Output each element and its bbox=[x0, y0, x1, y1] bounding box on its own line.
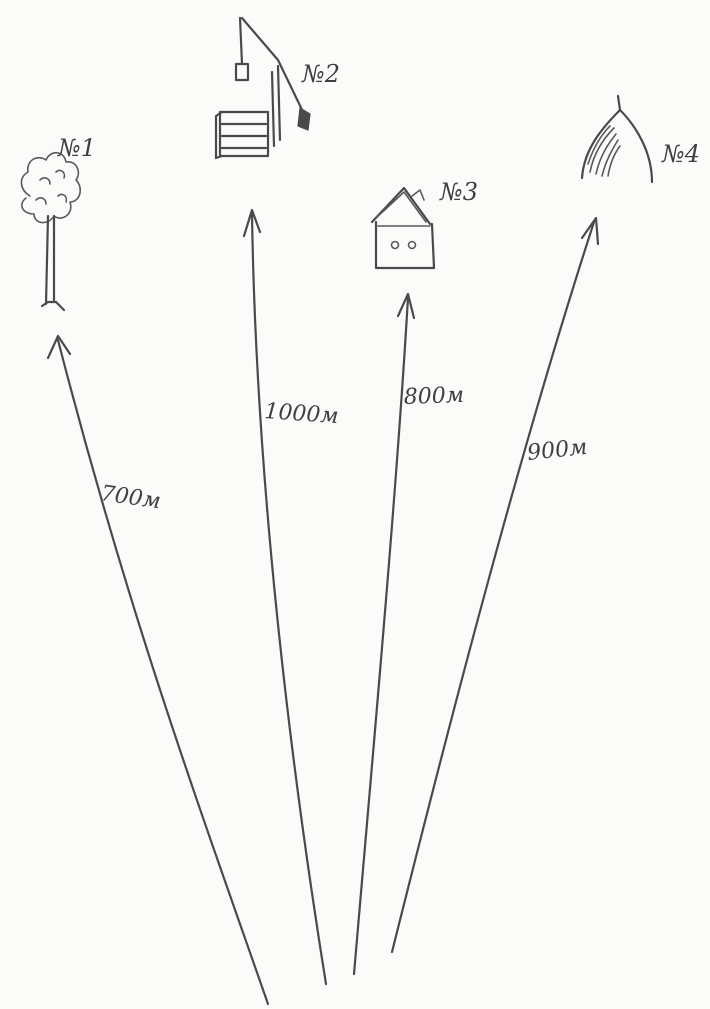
landmark-2-label: №2 bbox=[301, 60, 340, 88]
haystack-icon bbox=[580, 94, 654, 184]
route-arrow-1 bbox=[46, 334, 270, 1006]
landmark-1-label: №1 bbox=[57, 134, 96, 162]
landmark-2: №2 bbox=[214, 16, 340, 160]
landmark-3-label: №3 bbox=[439, 178, 478, 206]
house-icon bbox=[370, 186, 436, 270]
distance-label-3: 800м bbox=[403, 383, 464, 410]
well-icon bbox=[214, 16, 311, 160]
route-arrow-4 bbox=[390, 216, 600, 954]
landmark-1: №1 bbox=[20, 134, 96, 312]
route-arrow-3 bbox=[352, 292, 416, 976]
distance-label-2: 1000м bbox=[264, 399, 340, 429]
landmark-4-label: №4 bbox=[661, 140, 700, 168]
landmark-3: №3 bbox=[370, 178, 478, 270]
distance-label-4: 900м bbox=[526, 435, 589, 466]
distance-label-1: 700м bbox=[99, 481, 162, 514]
tree-icon bbox=[20, 151, 82, 312]
route-arrow-2 bbox=[242, 208, 328, 986]
landmark-4: №4 bbox=[580, 94, 700, 184]
